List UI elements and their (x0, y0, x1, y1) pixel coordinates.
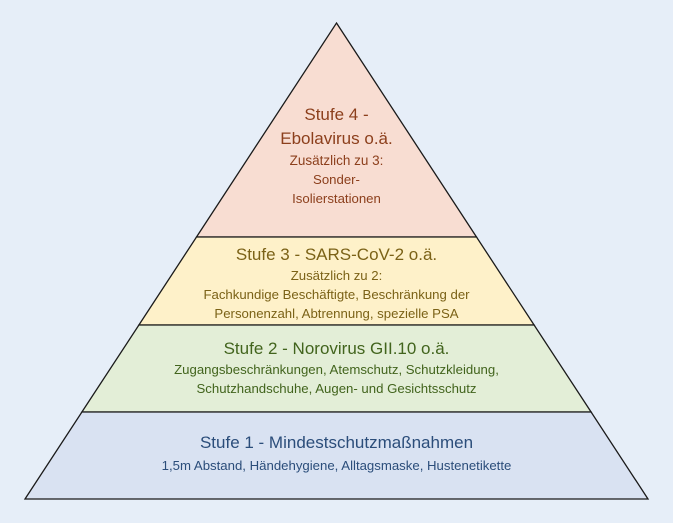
level-1-title: Stufe 1 - Mindestschutzmaßnahmen (199, 433, 474, 452)
level-2-text: Stufe 2 - Norovirus GII.10 o.ä. Zugangsb… (0, 338, 673, 398)
level-3-line-1: Zusätzlich zu 2: (290, 268, 383, 283)
level-4-line-2: Sonder- (313, 172, 360, 187)
level-4-title: Stufe 4 - (304, 105, 369, 124)
level-1-band (23, 411, 650, 500)
level-2-title: Stufe 2 - Norovirus GII.10 o.ä. (223, 339, 450, 358)
level-3-text: Stufe 3 - SARS-CoV-2 o.ä. Zusätzlich zu … (0, 244, 673, 323)
level-4-line-1: Zusätzlich zu 3: (289, 153, 384, 168)
level-1-line-1: 1,5m Abstand, Händehygiene, Alltagsmaske… (161, 458, 512, 473)
level-3-line-2: Fachkundige Beschäftigte, Beschränkung d… (203, 287, 470, 302)
level-3-line-3: Personenzahl, Abtrennung, spezielle PSA (214, 306, 459, 321)
level-4-text: Stufe 4 - Ebolavirus o.ä. Zusätzlich zu … (0, 103, 673, 208)
level-2-line-2: Schutzhandschuhe, Augen- und Gesichtssch… (196, 381, 477, 396)
level-2-line-1: Zugangsbeschränkungen, Atemschutz, Schut… (174, 362, 499, 377)
level-1-text: Stufe 1 - Mindestschutzmaßnahmen 1,5m Ab… (0, 432, 673, 475)
level-4-line-3: Isolierstationen (292, 191, 381, 206)
level-4-subtitle: Ebolavirus o.ä. (280, 129, 393, 148)
level-3-title: Stufe 3 - SARS-CoV-2 o.ä. (235, 245, 438, 264)
